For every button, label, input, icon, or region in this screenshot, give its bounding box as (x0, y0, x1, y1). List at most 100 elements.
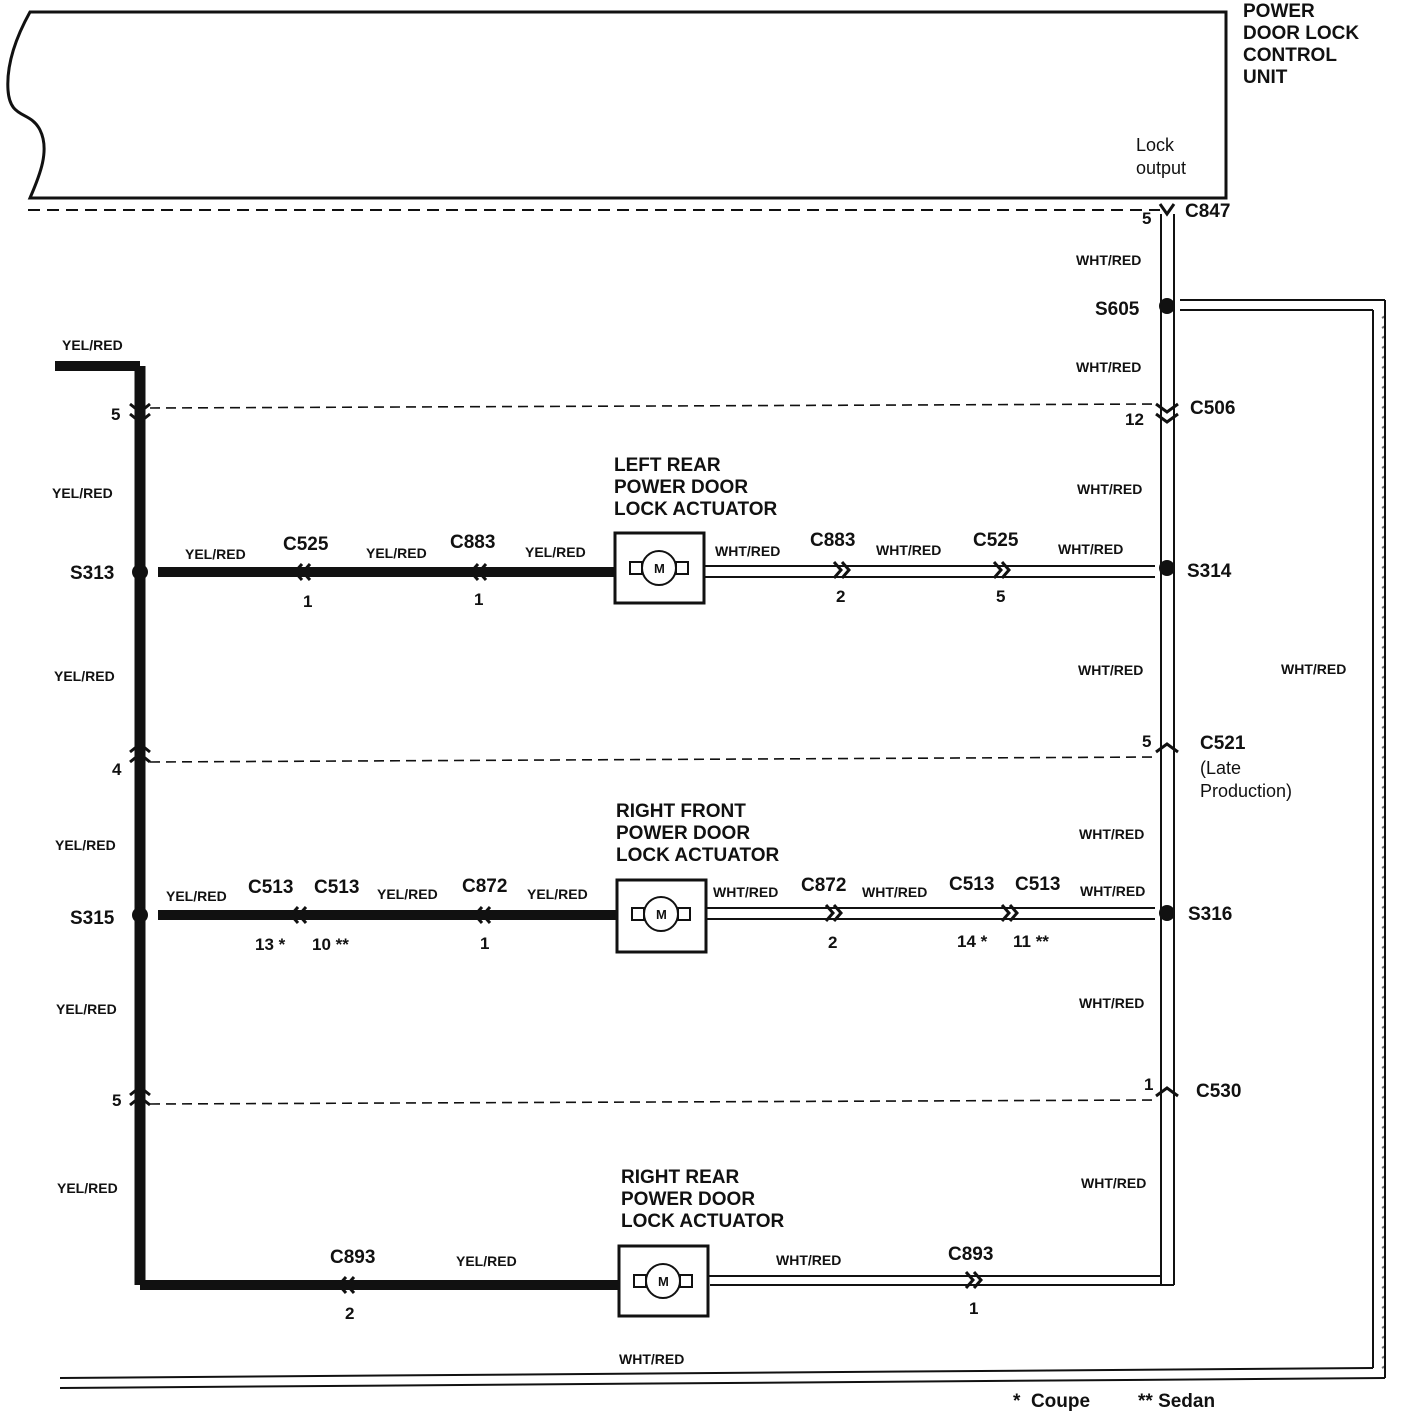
rf-c872-right-icon (824, 904, 843, 922)
rr-motor-symbol: M (658, 1274, 669, 1289)
wire-label-yel-red: YEL/RED (525, 544, 586, 560)
c506-pin-left: 5 (111, 405, 120, 424)
wire-label-yel-red: YEL/RED (62, 337, 123, 353)
lr-c525-right-label: C525 (973, 530, 1019, 551)
rf-c872-left-icon (473, 906, 492, 924)
wire-label-yel-red: YEL/RED (54, 668, 115, 684)
c521-label: C521 (1200, 733, 1246, 754)
rf-actuator-title-2: POWER DOOR (616, 823, 750, 844)
c530-pin-left: 5 (112, 1091, 121, 1110)
wire-label-wht-red: WHT/RED (715, 543, 780, 559)
rf-actuator-title-3: LOCK ACTUATOR (616, 845, 780, 866)
wire-label-yel-red: YEL/RED (527, 886, 588, 902)
wire-label-yel-red: YEL/RED (456, 1253, 517, 1269)
lr-c883-left-icon (469, 563, 488, 581)
s313-splice (132, 564, 148, 580)
c506-right-connector-icon (1155, 402, 1179, 424)
c530-pin-right: 1 (1144, 1075, 1153, 1094)
rf-motor-symbol: M (656, 907, 667, 922)
rf-c513-left-pin-a: 13 * (255, 935, 286, 954)
c521-note-2: Production) (1200, 781, 1292, 801)
rf-c872-right-label: C872 (801, 875, 846, 896)
c530-connector-icon (129, 1085, 151, 1107)
wire-label-wht-red: WHT/RED (1081, 1175, 1146, 1191)
svg-text:DOOR LOCK: DOOR LOCK (1243, 23, 1359, 44)
control-unit-title-3: CONTROL (1243, 45, 1337, 66)
rf-c513-left-pin-b: 10 ** (312, 935, 349, 954)
wire-label-yel-red: YEL/RED (185, 546, 246, 562)
wire-label-yel-red: YEL/RED (52, 485, 113, 501)
wire-label-wht-red: WHT/RED (1078, 662, 1143, 678)
s314-label: S314 (1187, 561, 1232, 582)
wire-label-wht-red: WHT/RED (1079, 995, 1144, 1011)
wire-label-wht-red: WHT/RED (619, 1351, 684, 1367)
lr-c883-right-icon (832, 561, 851, 579)
lr-actuator-title-3: LOCK ACTUATOR (614, 499, 778, 520)
lr-wht-red-wire (705, 565, 1155, 578)
wire-label-wht-red: WHT/RED (862, 884, 927, 900)
lock-output-label-1: Lock (1136, 135, 1175, 155)
wire-label-wht-red: WHT/RED (776, 1252, 841, 1268)
rr-c893-right-label: C893 (948, 1244, 993, 1265)
rr-actuator-title-1: RIGHT REAR (621, 1167, 740, 1188)
c521-dashed-line (149, 756, 1159, 763)
rr-c893-left-icon (337, 1276, 356, 1294)
rf-c513-right-pin-b: 11 ** (1013, 932, 1049, 951)
rf-c513-right-label-b: C513 (1015, 874, 1060, 895)
lr-c525-left-icon (293, 563, 312, 581)
rr-c893-left-pin: 2 (345, 1304, 354, 1323)
c506-connector-icon (129, 402, 151, 424)
lr-c883-left-pin: 1 (474, 590, 483, 609)
rf-actuator-title-1: RIGHT FRONT (616, 801, 746, 822)
lr-c883-left-label: C883 (450, 532, 495, 553)
c506-label: C506 (1190, 398, 1235, 419)
s314-splice (1159, 560, 1175, 576)
lr-c883-right-label: C883 (810, 530, 855, 551)
c506-dashed-line (149, 403, 1159, 409)
control-unit-title-1: POWER (1243, 1, 1315, 22)
rr-c893-right-icon (964, 1271, 983, 1289)
rf-c513-right-icon (1000, 904, 1019, 922)
svg-text:UNIT: UNIT (1243, 67, 1288, 88)
wire-label-wht-red: WHT/RED (1058, 541, 1123, 557)
rf-c513-left-label-b: C513 (314, 877, 359, 898)
wht-red-outer-loop (59, 299, 1386, 1389)
lr-actuator-title-1: LEFT REAR (614, 455, 721, 476)
wire-label-wht-red: WHT/RED (1077, 481, 1142, 497)
rf-c872-right-pin: 2 (828, 933, 837, 952)
yel-red-trunk (55, 361, 618, 1290)
s315-label: S315 (70, 908, 115, 929)
c530-dashed-line (149, 1099, 1159, 1105)
wire-label-wht-red: WHT/RED (1080, 883, 1145, 899)
lr-c525-right-pin: 5 (996, 587, 1005, 606)
wire-label-yel-red: YEL/RED (166, 888, 227, 904)
svg-text:CONTROL: CONTROL (1243, 45, 1337, 66)
lr-c525-left-label: C525 (283, 534, 329, 555)
wire-label-yel-red: YEL/RED (57, 1180, 118, 1196)
control-unit-title-2: DOOR LOCK (1243, 23, 1359, 44)
wire-label-wht-red: WHT/RED (1076, 359, 1141, 375)
legend-coupe: * Coupe (1013, 1391, 1090, 1412)
svg-text:POWER: POWER (1243, 1, 1315, 22)
wire-label-yel-red: YEL/RED (366, 545, 427, 561)
wire-label-wht-red: WHT/RED (1079, 826, 1144, 842)
left-rear-actuator (613, 531, 706, 605)
rr-c893-left-label: C893 (330, 1247, 375, 1268)
c521-right-connector-icon (1155, 742, 1179, 754)
c521-note-1: (Late (1200, 758, 1241, 778)
s316-splice (1159, 905, 1175, 921)
lr-c525-right-icon (992, 561, 1011, 579)
c521-pin-right: 5 (1142, 732, 1151, 751)
rr-actuator-title-3: LOCK ACTUATOR (621, 1211, 785, 1232)
lr-c883-right-pin: 2 (836, 587, 845, 606)
s315-splice (132, 907, 148, 923)
rf-wht-red-wire (707, 907, 1155, 920)
rf-c513-left-label-a: C513 (248, 877, 293, 898)
s313-label: S313 (70, 563, 114, 584)
right-front-actuator (615, 878, 708, 954)
rr-actuator-title-2: POWER DOOR (621, 1189, 755, 1210)
wire-label-wht-red: WHT/RED (876, 542, 941, 558)
right-rear-actuator (617, 1244, 710, 1318)
wire-label-yel-red: YEL/RED (56, 1001, 117, 1017)
